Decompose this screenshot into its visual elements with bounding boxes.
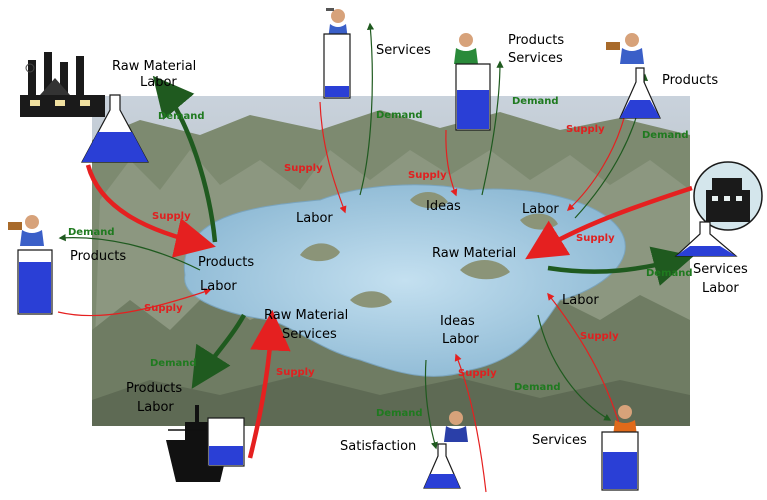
label-products: Products [662, 73, 718, 88]
label-labor: Labor [200, 279, 237, 294]
supply-label: Supply [144, 303, 183, 314]
demand-arrow-lake-to-ship [191, 313, 246, 389]
beaker-icon [455, 63, 491, 131]
building-icon [693, 161, 763, 231]
flask-icon [423, 443, 461, 489]
supply-label: Supply [408, 170, 447, 181]
supply-arrow-building-to-raw-material [525, 185, 693, 260]
label-services: Services [508, 51, 563, 66]
label-raw-material: Raw Material [264, 308, 348, 323]
label-services: Services [693, 262, 748, 277]
demand-arrow-services-bottom [537, 314, 612, 421]
demand-arrow-services-top [359, 22, 375, 196]
supply-arrow-products-right [566, 117, 625, 211]
demand-label: Demand [158, 111, 205, 122]
worker-icon [606, 33, 644, 64]
islands [300, 191, 558, 308]
businessman-icon [444, 411, 468, 442]
demand-arrow-products-services [481, 60, 504, 196]
demand-label: Demand [376, 408, 423, 419]
beaker-icon [17, 249, 53, 315]
businessman-icon [454, 33, 478, 64]
demand-arrow-left-flask [58, 234, 201, 271]
supply-label: Supply [284, 163, 323, 174]
demand-label: Demand [514, 382, 561, 393]
supply-label: Supply [580, 331, 619, 342]
label-labor: Labor [137, 400, 174, 415]
label-services: Services [532, 433, 587, 448]
demand-arrow-products-to-raw [152, 75, 218, 243]
demand-label: Demand [150, 358, 197, 369]
demand-label: Demand [642, 130, 689, 141]
flask-icon [619, 67, 661, 119]
flask-icon [674, 221, 738, 257]
demand-label: Demand [512, 96, 559, 107]
beaker-icon [601, 431, 639, 491]
demand-label: Demand [646, 268, 693, 279]
supply-label: Supply [458, 368, 497, 379]
label-services: Services [376, 43, 431, 58]
demand-label: Demand [376, 110, 423, 121]
demand-arrow-raw-material-to-building [547, 246, 694, 286]
supply-arrow-ship-to-lake [247, 309, 291, 459]
flask-icon [80, 94, 150, 163]
demand-label: Demand [68, 227, 115, 238]
supply-arrow-left-flask [57, 288, 212, 317]
label-products: Products [508, 33, 564, 48]
label-labor: Labor [442, 332, 479, 347]
supply-arrow-satisfaction [454, 353, 487, 493]
supply-arrow-services-top [319, 101, 347, 214]
supply-label: Supply [566, 124, 605, 135]
supply-label: Supply [576, 233, 615, 244]
label-labor: Labor [296, 211, 333, 226]
beaker-icon [323, 33, 351, 99]
label-products: Products [126, 381, 182, 396]
factory-icon [20, 52, 105, 117]
supply-arrow-raw-to-products [85, 164, 216, 258]
label-services: Services [282, 327, 337, 342]
label-labor: Labor [140, 75, 177, 90]
demand-arrow-satisfaction [424, 359, 438, 450]
label-raw-material: Raw Material [432, 246, 516, 261]
supply-label: Supply [276, 367, 315, 378]
label-ideas: Ideas [426, 199, 461, 214]
label-raw-material: Raw Material [112, 59, 196, 74]
supply-arrow-products-services [445, 129, 458, 197]
label-ideas: Ideas [440, 314, 475, 329]
label-products: Products [198, 255, 254, 270]
label-products: Products [70, 249, 126, 264]
label-labor: Labor [522, 202, 559, 217]
label-labor: Labor [702, 281, 739, 296]
beaker-icon [207, 417, 245, 467]
worker-icon [8, 215, 44, 246]
label-labor: Labor [562, 293, 599, 308]
supply-label: Supply [152, 211, 191, 222]
label-satisfaction: Satisfaction [340, 439, 416, 454]
